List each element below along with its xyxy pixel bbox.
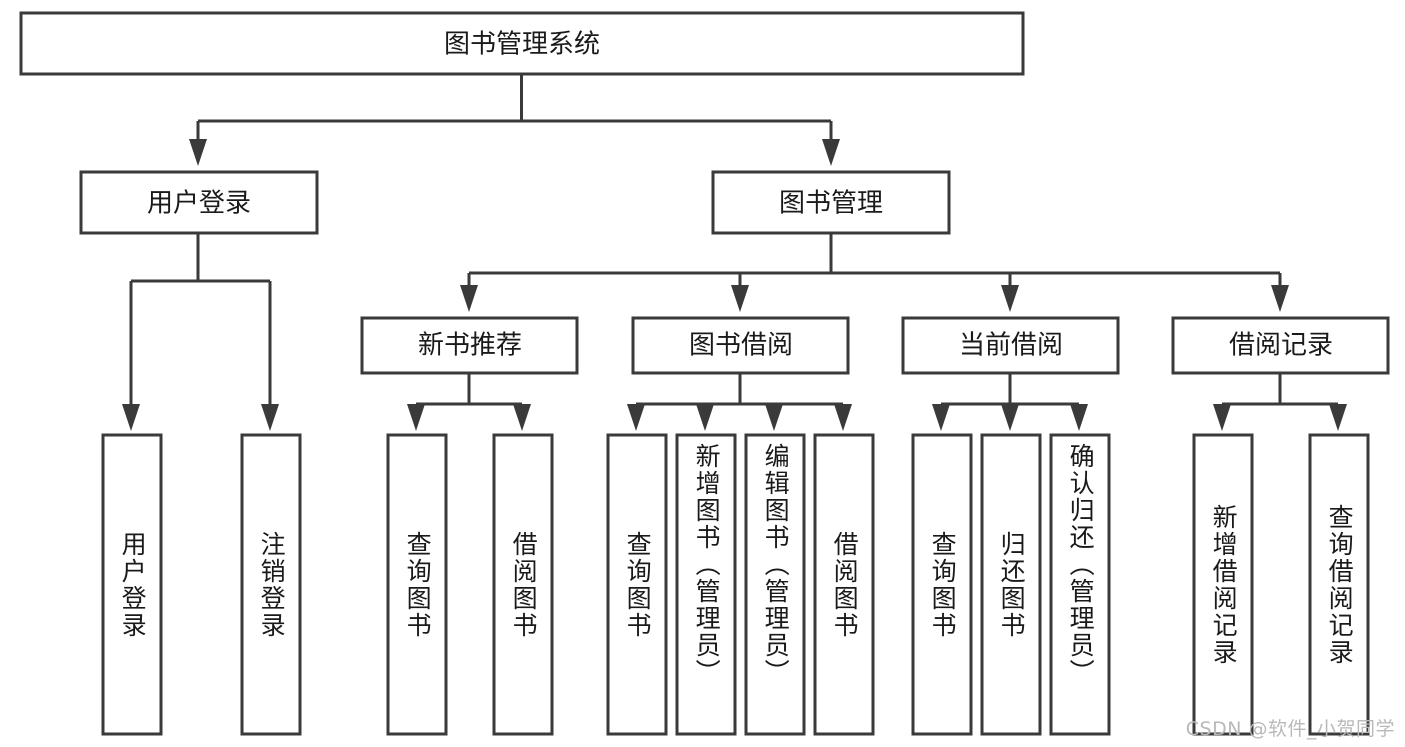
node-current-borrow-box[interactable] (901, 316, 1120, 375)
leaf-box-book-borrow-4[interactable] (813, 433, 875, 736)
arrowhead-user-login (189, 139, 207, 166)
node-root-label: 图书管理系统 (444, 30, 600, 60)
arrowhead-leaf-current-borrow-3 (1070, 404, 1088, 431)
leaf-box-borrow-record-2[interactable] (1308, 433, 1370, 736)
arrowhead-leaf-borrow-record-2 (1329, 404, 1347, 431)
leaf-box-book-borrow-3[interactable] (744, 433, 806, 736)
node-borrow-record-label: 借阅记录 (1229, 331, 1333, 361)
arrowhead-borrow-record (1271, 285, 1289, 312)
node-borrow-record-box[interactable] (1171, 316, 1390, 375)
node-book-manage-box[interactable] (711, 170, 951, 235)
arrowhead-current-borrow (1001, 285, 1019, 312)
arrowhead-leaf-current-borrow-1 (932, 404, 950, 431)
leaf-box-book-borrow-2[interactable] (675, 433, 737, 736)
arrowhead-leaf-new-book-2 (513, 404, 531, 431)
node-root[interactable]: 图书管理系统 (19, 11, 1025, 76)
arrowhead-leaf-new-book-1 (407, 404, 425, 431)
arrowhead-book-manage (822, 139, 840, 166)
node-current-borrow[interactable]: 当前借阅 (901, 316, 1120, 375)
leaf-box-borrow-record-1[interactable] (1192, 433, 1254, 736)
leaf-box-current-borrow-2[interactable] (980, 433, 1042, 736)
leaf-box-current-borrow-3[interactable] (1049, 433, 1111, 736)
leaf-box-user-login-1[interactable] (101, 433, 163, 736)
leaf-box-current-borrow-1[interactable] (911, 433, 973, 736)
node-root-box[interactable] (19, 11, 1025, 76)
node-book-borrow-box[interactable] (631, 316, 850, 375)
leaf-box-new-book-2[interactable] (492, 433, 554, 736)
arrowhead-leaf-borrow-record-1 (1213, 404, 1231, 431)
arrowhead-leaf-book-borrow-2 (696, 404, 714, 431)
node-book-manage-label: 图书管理 (779, 189, 883, 219)
node-book-borrow-label: 图书借阅 (689, 331, 793, 361)
arrowhead-book-borrow (731, 285, 749, 312)
connector-group (122, 74, 1347, 431)
leaf-box-book-borrow-1[interactable] (606, 433, 668, 736)
node-book-borrow[interactable]: 图书借阅 (631, 316, 850, 375)
leaf-box-new-book-1[interactable] (386, 433, 448, 736)
arrowhead-new-book (460, 285, 478, 312)
node-new-book-recommend-label: 新书推荐 (418, 331, 522, 361)
csdn-watermark: CSDN @软件_小贺同学 (1185, 718, 1395, 740)
arrowhead-leaf-user-login-1 (122, 404, 140, 431)
node-new-book-recommend[interactable]: 新书推荐 (360, 316, 579, 375)
leaf-box-user-login-2[interactable] (240, 433, 302, 736)
arrowhead-leaf-book-borrow-1 (627, 404, 645, 431)
node-new-book-recommend-box[interactable] (360, 316, 579, 375)
node-user-login-box[interactable] (79, 170, 319, 235)
arrowhead-leaf-current-borrow-2 (1001, 404, 1019, 431)
node-current-borrow-label: 当前借阅 (959, 331, 1063, 361)
node-borrow-record[interactable]: 借阅记录 (1171, 316, 1390, 375)
node-book-manage[interactable]: 图书管理 (711, 170, 951, 235)
arrowhead-leaf-book-borrow-3 (765, 404, 783, 431)
arrowhead-leaf-book-borrow-4 (834, 404, 852, 431)
node-user-login[interactable]: 用户登录 (79, 170, 319, 235)
node-user-login-label: 用户登录 (147, 189, 251, 219)
arrowhead-leaf-user-login-2 (261, 404, 279, 431)
